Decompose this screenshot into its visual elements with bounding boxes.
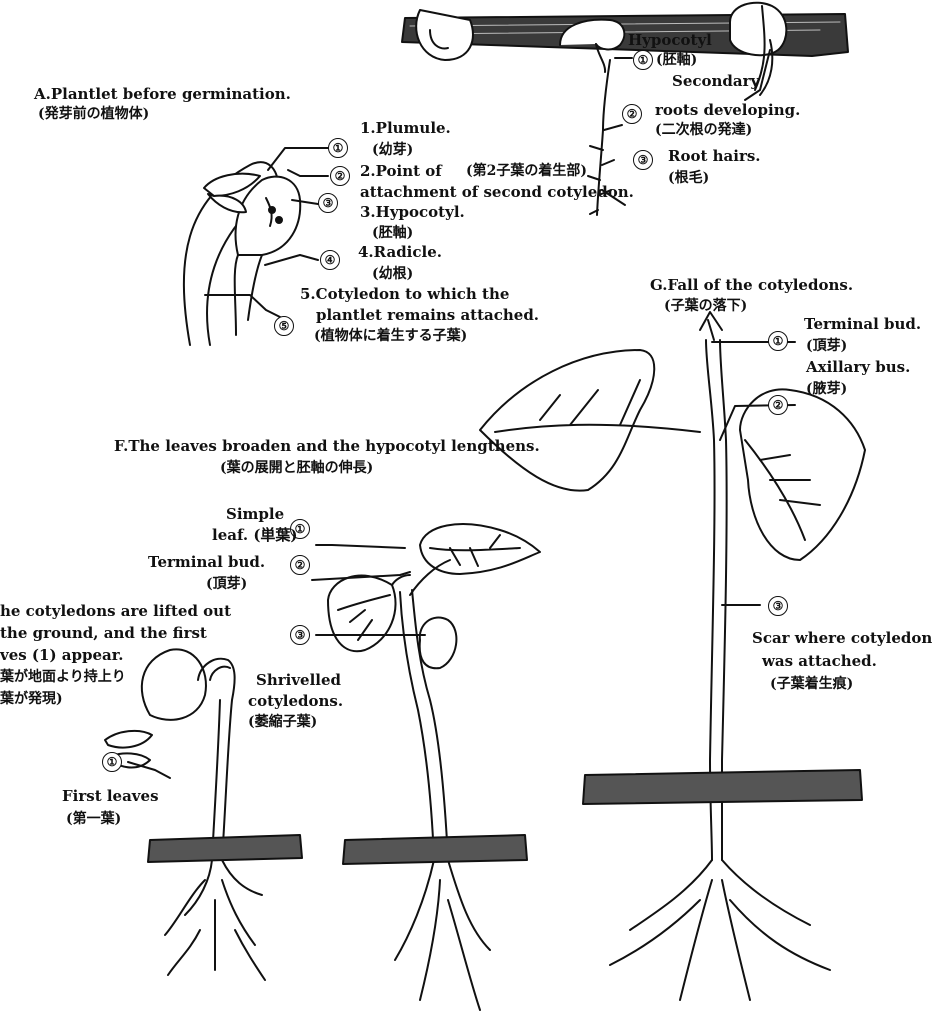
scar-label-1: Scar where cotyledon [752,630,932,647]
hypocotyl-a-label: 3.Hypocotyl. [360,204,465,221]
terminal-bud-g-label: Terminal bud. [804,316,921,333]
radicle-label-ja: (幼根) [372,266,413,283]
marker-a4: ④ [320,250,340,270]
plumule-label-ja: (幼芽) [372,142,413,159]
marker-b2: ② [622,104,642,124]
panel-g-title-ja: (子葉の落下) [664,298,747,315]
terminal-bud-g-label-ja: (頂芽) [806,338,847,355]
panel-e-caption-ja-1: 葉が地面より持上り [0,669,126,686]
secondary-roots-label-1: Secondary [672,73,759,90]
terminal-bud-f-label-ja: (頂芽) [206,576,247,593]
second-cotyledon-label: attachment of second cotyledon. [360,184,634,201]
seedling-first-leaves [105,649,265,980]
axillary-bud-label-ja: (腋芽) [806,381,847,398]
scar-label-ja: (子葉着生痕) [770,676,853,693]
panel-e-caption-ja-2: 葉が発現) [0,691,63,708]
cotyledon-attached-label-ja: (植物体に着生する子葉) [314,328,467,345]
marker-e1: ① [102,752,122,772]
hypocotyl-label-ja: (胚軸) [656,52,697,69]
seedling-broadening-leaves [328,524,540,1010]
marker-f3: ③ [290,625,310,645]
panel-a-title-ja: (発芽前の植物体) [38,106,149,123]
shrivelled-label-2: cotyledons. [248,693,343,710]
cotyledon-attached-label-1: 5.Cotyledon to which the [300,286,509,303]
first-leaves-label: First leaves [62,788,159,805]
marker-a2: ② [330,166,350,186]
plumule-label: 1.Plumule. [360,120,451,137]
marker-g3: ③ [768,596,788,616]
panel-f-title: F.The leaves broaden and the hypocotyl l… [114,438,540,455]
hypocotyl-label: Hypocotyl [628,32,712,49]
secondary-roots-label-2: roots developing. [655,102,800,119]
panel-e-caption-2: the ground, and the first [0,625,207,642]
hypocotyl-a-label-ja: (胚軸) [372,225,413,242]
panel-e-caption-1: he cotyledons are lifted out [0,603,231,620]
scar-label-2: was attached. [762,653,877,670]
simple-leaf-label-1: Simple [226,506,284,523]
shrivelled-label-ja: (萎縮子葉) [248,714,317,731]
panel-f-title-ja: (葉の展開と胚軸の伸長) [220,460,373,477]
root-hairs-label: Root hairs. [668,148,761,165]
panel-e-caption-3: ves (1) appear. [0,647,124,664]
axillary-bud-label: Axillary bus. [806,359,910,376]
first-leaves-label-ja: (第一葉) [66,811,121,828]
shrivelled-label-1: Shrivelled [256,672,341,689]
simple-leaf-label-2: leaf. (単葉) [212,527,298,544]
marker-a5: ⑤ [274,316,294,336]
radicle-label: 4.Radicle. [358,244,442,261]
marker-b1: ① [633,50,653,70]
marker-a3: ③ [318,193,338,213]
secondary-roots-label-ja: (二次根の発達) [655,122,752,139]
panel-g-title: G.Fall of the cotyledons. [650,277,853,294]
marker-a1: ① [328,138,348,158]
marker-g2: ② [768,395,788,415]
marker-g1: ① [768,331,788,351]
point-of-label: 2.Point of [360,163,442,180]
root-hairs-label-ja: (根毛) [668,170,709,187]
terminal-bud-f-label: Terminal bud. [148,554,265,571]
point-of-label-ja: (第2子葉の着生部) [466,163,587,180]
cotyledon-attached-label-2: plantlet remains attached. [316,307,539,324]
marker-f2: ② [290,555,310,575]
marker-b3: ③ [633,150,653,170]
panel-a-title: A.Plantlet before germination. [34,86,291,103]
